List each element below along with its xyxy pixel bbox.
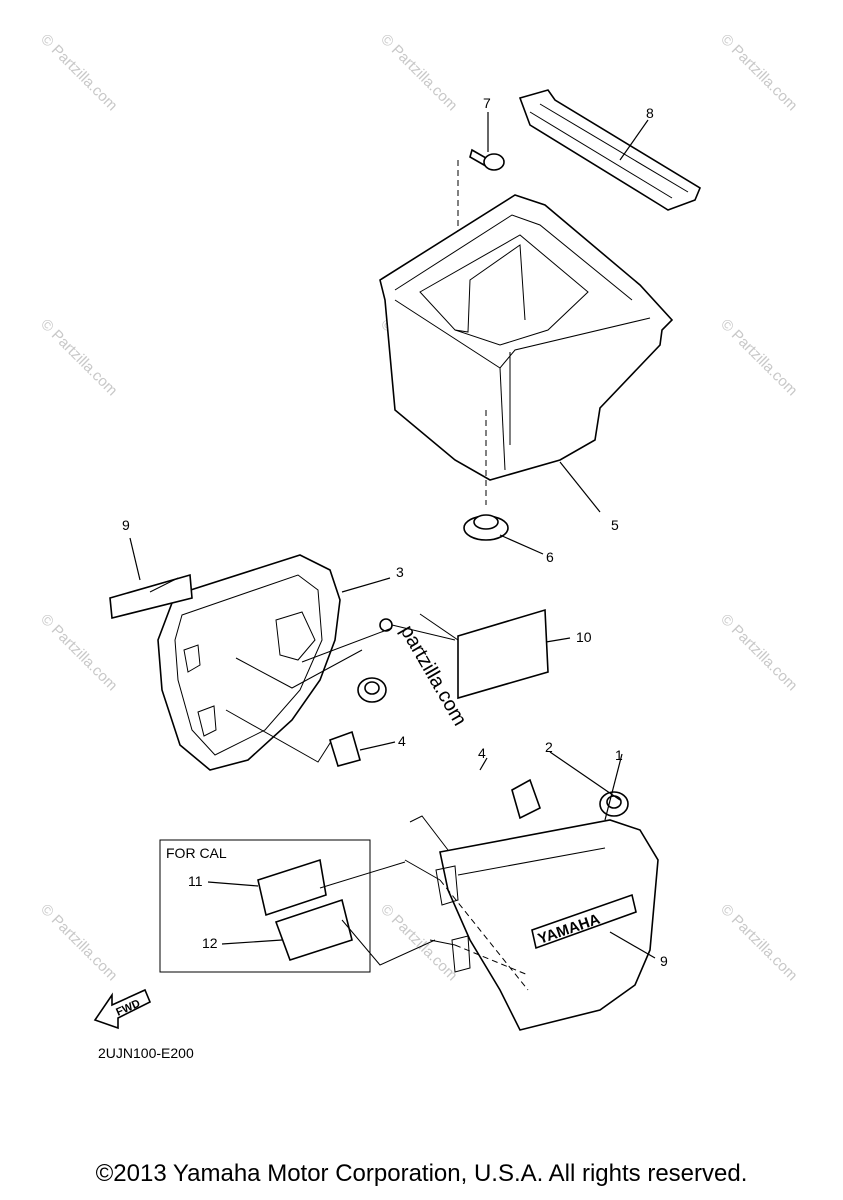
yamaha-emblem: YAMAHA bbox=[531, 893, 637, 950]
callout-number: 4 bbox=[478, 745, 486, 761]
part-5-battery-box[interactable] bbox=[379, 194, 674, 505]
inset-for-cal: FOR CAL bbox=[159, 839, 436, 973]
callout-number: 9 bbox=[660, 953, 668, 969]
fwd-arrow-icon: FWD bbox=[93, 988, 152, 1030]
callout-number: 5 bbox=[611, 517, 619, 533]
copyright-footer: ©2013 Yamaha Motor Corporation, U.S.A. A… bbox=[95, 1160, 748, 1187]
part-8-battery-band[interactable] bbox=[518, 89, 702, 211]
callout-number: 6 bbox=[546, 549, 554, 565]
callout-number: 7 bbox=[483, 95, 491, 111]
watermark-group: © Partzilla.com © Partzilla.com © Partzi… bbox=[37, 31, 800, 984]
watermark: © Partzilla.com bbox=[377, 31, 460, 114]
part-4-damper[interactable] bbox=[329, 730, 541, 820]
callout-number: 11 bbox=[188, 873, 203, 889]
callout-number: 1 bbox=[615, 747, 623, 763]
watermark: © Partzilla.com bbox=[37, 31, 120, 114]
diagram-code: 2UJN100-E200 bbox=[98, 1045, 194, 1061]
watermark: © Partzilla.com bbox=[717, 901, 800, 984]
part-10-plate[interactable] bbox=[419, 608, 549, 700]
inset-label: FOR CAL bbox=[166, 845, 227, 861]
callout-number: 2 bbox=[545, 739, 553, 755]
watermark: © Partzilla.com bbox=[37, 901, 120, 984]
leader-lines bbox=[129, 112, 656, 959]
part-3-side-cover[interactable] bbox=[157, 554, 363, 771]
callout-number: 8 bbox=[646, 105, 654, 121]
callout-number: 9 bbox=[122, 517, 130, 533]
callout-number: 3 bbox=[396, 564, 404, 580]
watermark: © Partzilla.com bbox=[377, 901, 460, 984]
watermark: © Partzilla.com bbox=[717, 611, 800, 694]
watermark: © Partzilla.com bbox=[717, 316, 800, 399]
callout-group: 1 2 3 4 4 5 6 7 8 9 9 10 11 12 bbox=[122, 95, 668, 969]
part-9-decal[interactable] bbox=[109, 573, 193, 620]
callout-number: 12 bbox=[202, 935, 218, 951]
part-1-side-cover[interactable] bbox=[404, 815, 659, 1031]
part-6-grommet[interactable] bbox=[463, 514, 509, 541]
watermark: © Partzilla.com bbox=[37, 611, 120, 694]
callout-number: 4 bbox=[398, 733, 406, 749]
callout-number: 10 bbox=[576, 629, 592, 645]
watermark: © Partzilla.com bbox=[717, 31, 800, 114]
fwd-label: FWD bbox=[114, 998, 142, 1019]
watermark: © Partzilla.com bbox=[37, 316, 120, 399]
